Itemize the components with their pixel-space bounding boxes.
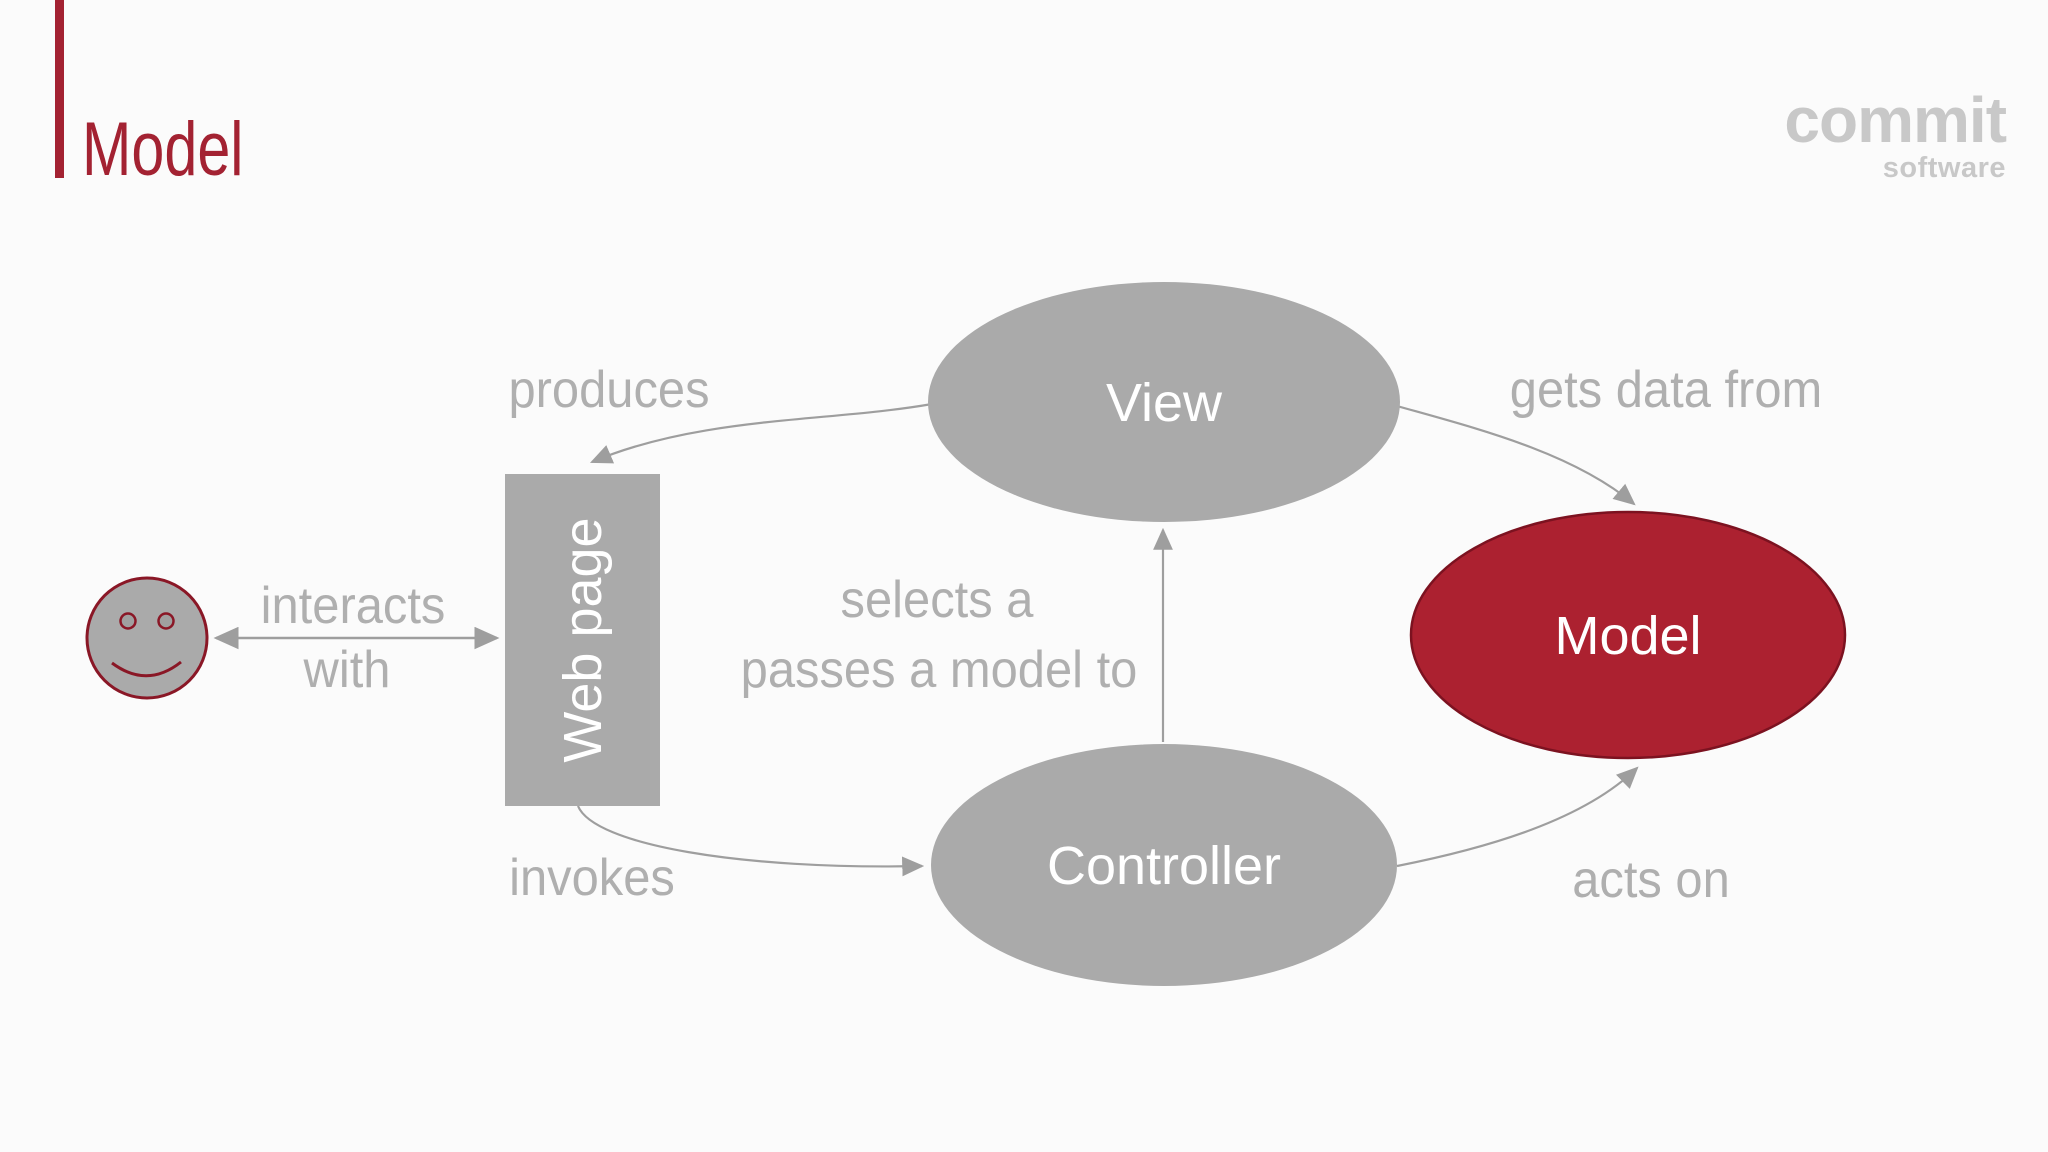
node-model (1409, 510, 1847, 760)
smiley-right-eye (157, 612, 175, 630)
edge-gets-data-from (1396, 404, 1636, 506)
node-label-view: View (1105, 373, 1223, 433)
logo-subtitle: software (1882, 152, 2006, 184)
node-controller (931, 744, 1397, 986)
node-label-webpage: Web page (553, 517, 613, 763)
page-title: Model (82, 107, 244, 192)
smiley-mouth (111, 660, 182, 678)
smiley-face (85, 576, 209, 700)
label-interacts: interacts (260, 577, 446, 635)
edge-produces (589, 402, 933, 464)
label-acts-on: acts on (1572, 851, 1730, 909)
label-selects-a: selects a (840, 571, 1034, 629)
label-invokes: invokes (509, 849, 675, 907)
node-webpage (505, 474, 660, 806)
user-smiley-icon (85, 576, 209, 700)
logo-wordmark: commit (1784, 84, 2007, 156)
node-view (928, 282, 1400, 522)
node-label-model: Model (1554, 606, 1702, 666)
node-label-controller: Controller (1046, 836, 1282, 896)
label-produces: produces (508, 361, 710, 419)
edge-invokes (576, 805, 925, 877)
commit-software-logo: commit software (1784, 84, 2007, 184)
label-with: with (303, 641, 391, 699)
title-accent-bar (55, 0, 64, 178)
label-gets-data-from: gets data from (1509, 361, 1823, 419)
label-passes-a-model-to: passes a model to (740, 641, 1138, 699)
edge-acts-on (1396, 766, 1639, 868)
smiley-left-eye (119, 612, 137, 630)
